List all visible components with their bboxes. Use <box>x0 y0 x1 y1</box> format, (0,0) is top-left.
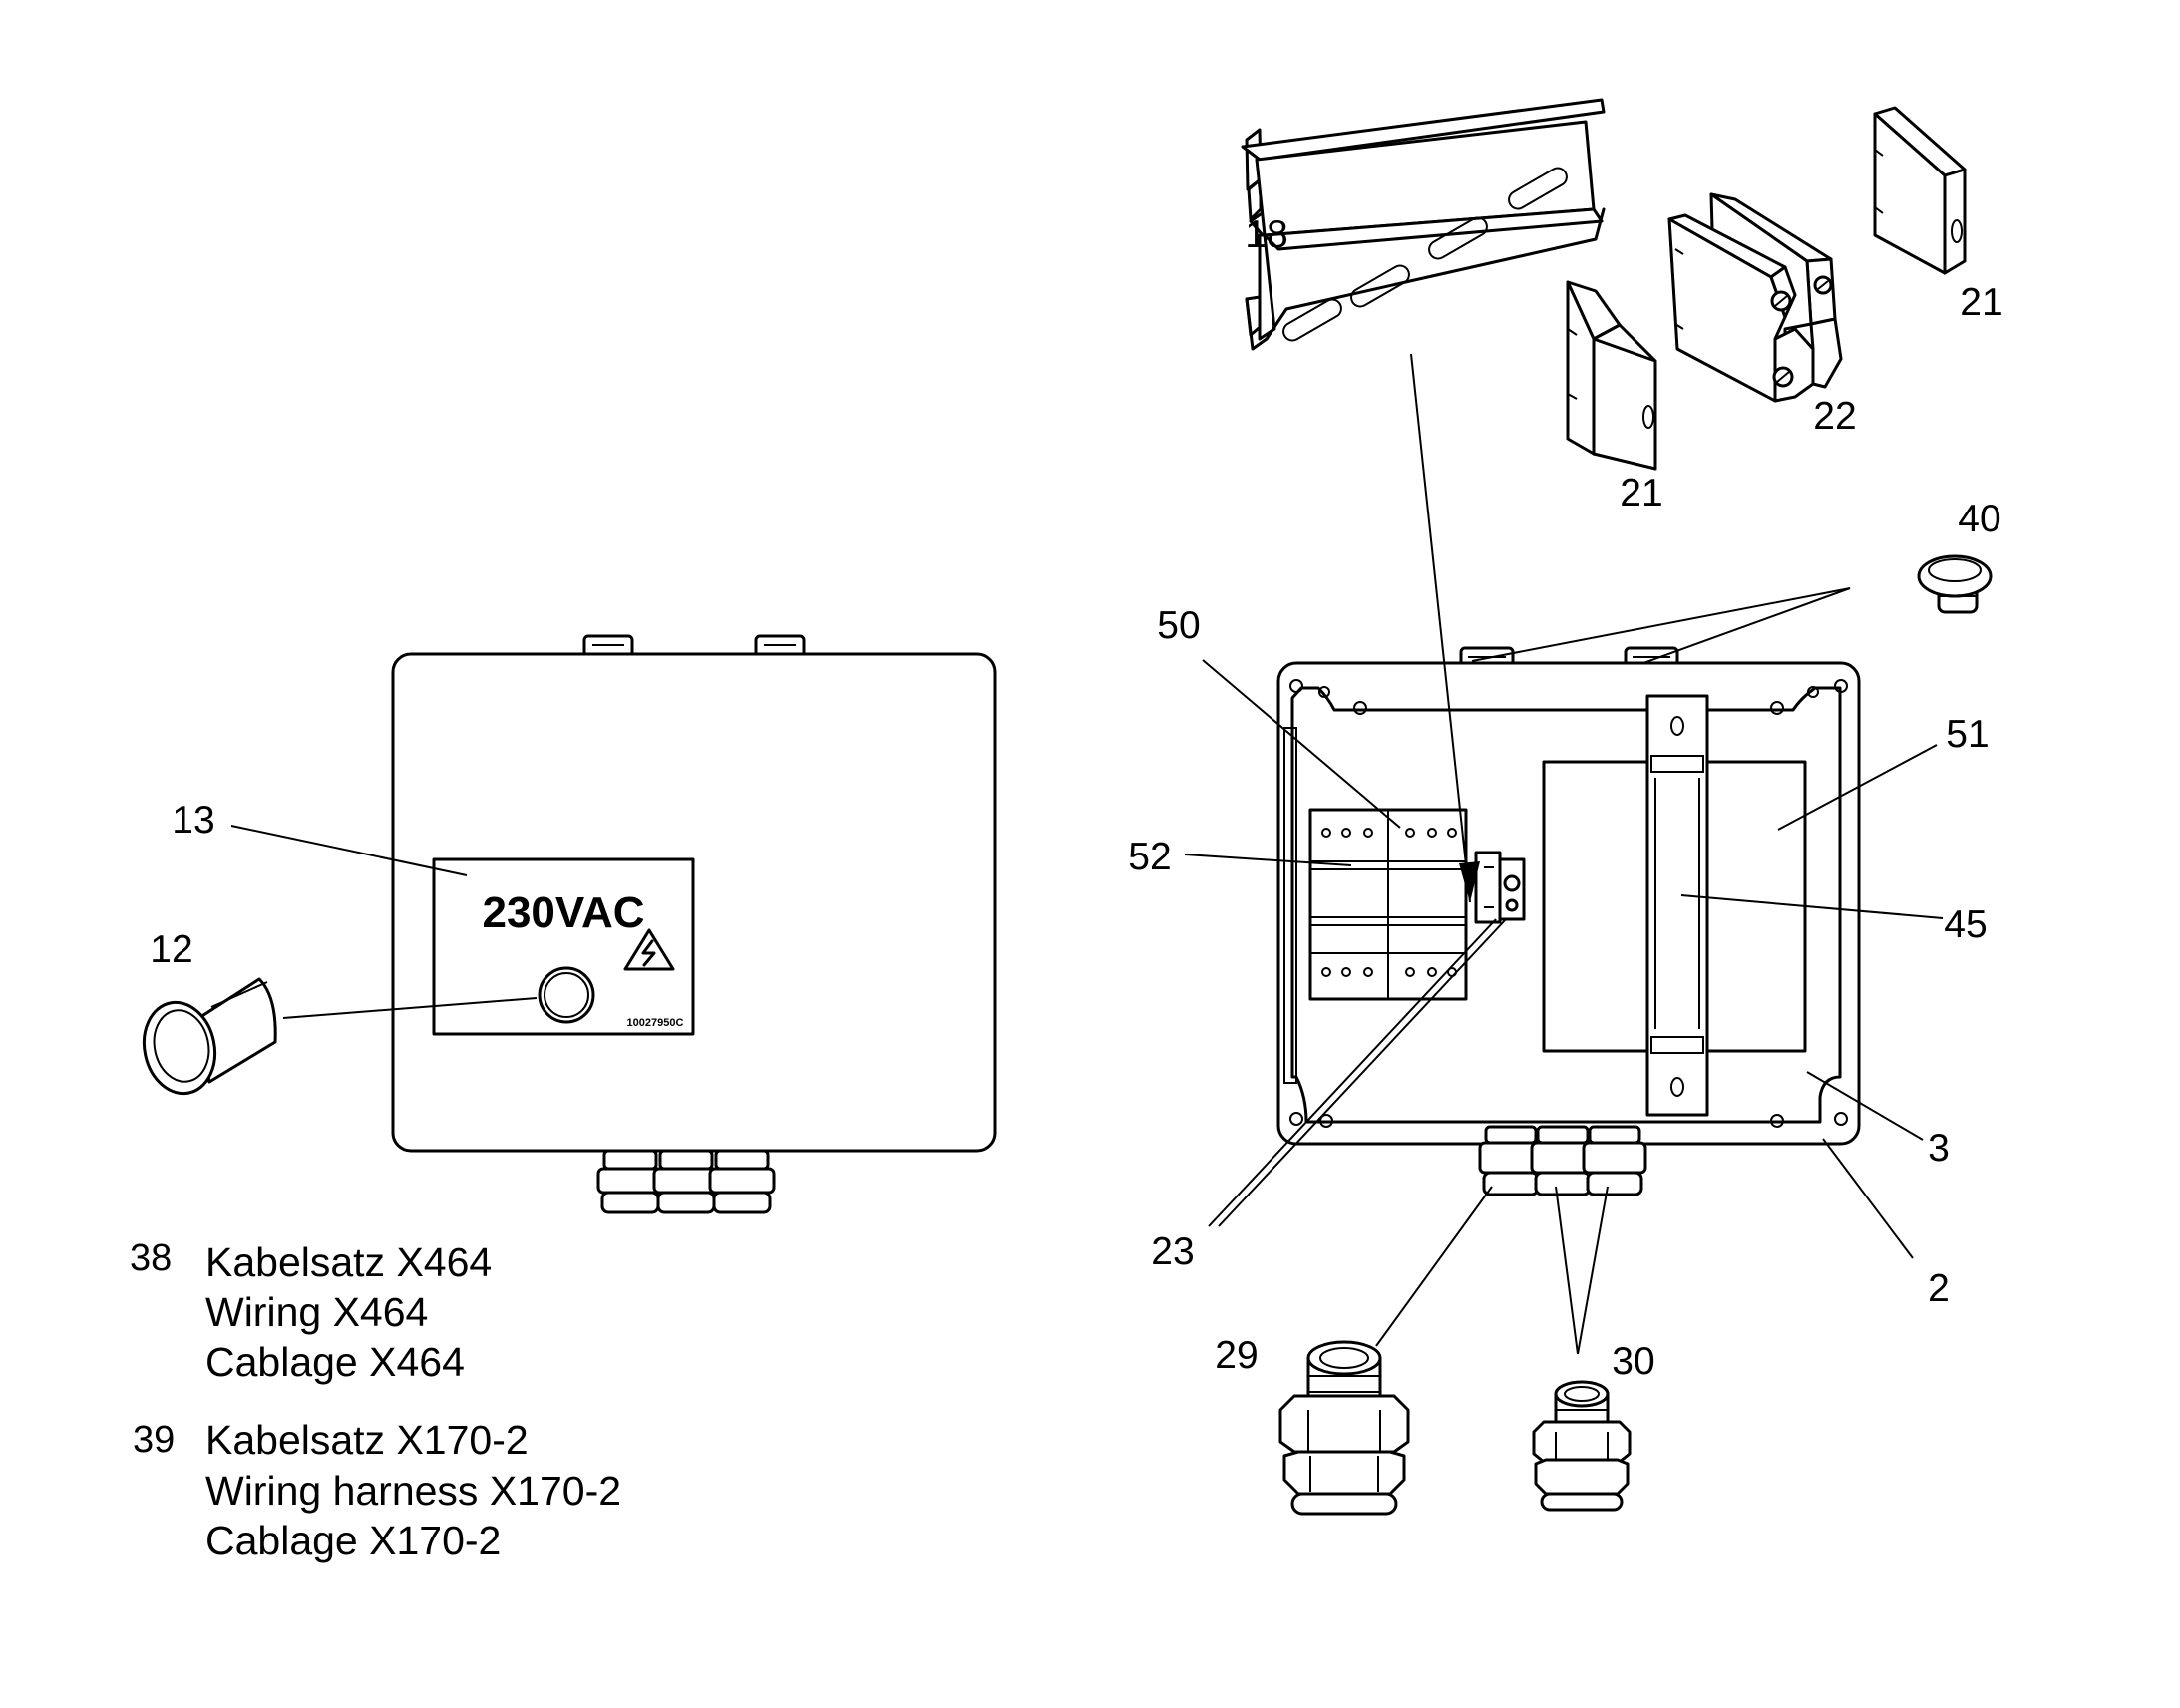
plate-voltage-text: 230VAC <box>482 888 644 937</box>
indicator-lamp-socket <box>538 966 595 1024</box>
mounted-din-rail <box>1645 694 1709 1117</box>
bottom-cable-glands <box>596 1149 776 1214</box>
legend-line: Cablage X170-2 <box>205 1518 501 1563</box>
legend-line: Wiring harness X170-2 <box>205 1468 621 1514</box>
top-gland-left <box>582 634 634 658</box>
din-rail-slots <box>1282 167 1568 342</box>
callout-52: 52 <box>1128 836 1171 878</box>
legend-line: Kabelsatz X170-2 <box>205 1417 529 1463</box>
end-stop-right <box>1873 106 1967 275</box>
cable-gland-small <box>1532 1380 1632 1512</box>
voltage-nameplate: 230VAC 10027950C <box>432 857 695 1036</box>
bottom-cable-glands-open <box>1478 1125 1647 1196</box>
callout-51: 51 <box>1946 713 1989 756</box>
callout-21-left: 21 <box>1620 472 1662 514</box>
callout-21-right: 21 <box>1960 281 2002 324</box>
legend-line: Wiring X464 <box>205 1289 428 1335</box>
terminal-assembly <box>1474 851 1526 924</box>
cable-gland-large <box>1278 1340 1410 1516</box>
callout-30: 30 <box>1612 1340 1654 1383</box>
callout-50: 50 <box>1157 604 1200 647</box>
din-rail <box>1241 98 1606 351</box>
legend-entry-38: 38 Kabelsatz X464 Wiring X464 Cablage X4… <box>130 1237 492 1385</box>
legend-line: Kabelsatz X464 <box>205 1239 492 1285</box>
end-stop-left <box>1566 280 1657 471</box>
indicator-lamp-cap <box>142 977 277 1096</box>
legend-entry-39: 39 Kabelsatz X170-2 Wiring harness X170-… <box>133 1417 621 1563</box>
closed-enclosure: 230VAC 10027950C <box>391 634 997 1214</box>
callout-12: 12 <box>150 928 192 971</box>
callout-18: 18 <box>1245 213 1287 256</box>
terminal-blocks <box>1667 192 1843 403</box>
callout-45: 45 <box>1944 903 1987 946</box>
callout-2: 2 <box>1928 1267 1950 1310</box>
callout-40: 40 <box>1958 498 2000 540</box>
sealing-plug <box>1917 554 1993 614</box>
legend: 38 Kabelsatz X464 Wiring X464 Cablage X4… <box>130 1237 621 1563</box>
housing-screws <box>1289 679 1848 1128</box>
callout-22: 22 <box>1813 395 1856 438</box>
callout-23: 23 <box>1151 1230 1194 1273</box>
leader-lines <box>230 353 1944 1355</box>
high-voltage-warning-icon <box>623 928 675 971</box>
circuit-breakers <box>1308 808 1468 1001</box>
legend-number: 39 <box>133 1419 175 1461</box>
callout-3: 3 <box>1928 1127 1950 1170</box>
callout-numbers: 13 12 18 21 22 21 40 50 51 52 45 3 23 2 … <box>150 213 2002 1383</box>
legend-number: 38 <box>130 1237 172 1279</box>
plate-code-text: 10027950C <box>627 1017 684 1029</box>
legend-line: Cablage X464 <box>205 1339 465 1385</box>
callout-13: 13 <box>172 799 214 842</box>
callout-29: 29 <box>1215 1334 1258 1377</box>
open-enclosure <box>1276 646 1861 1196</box>
